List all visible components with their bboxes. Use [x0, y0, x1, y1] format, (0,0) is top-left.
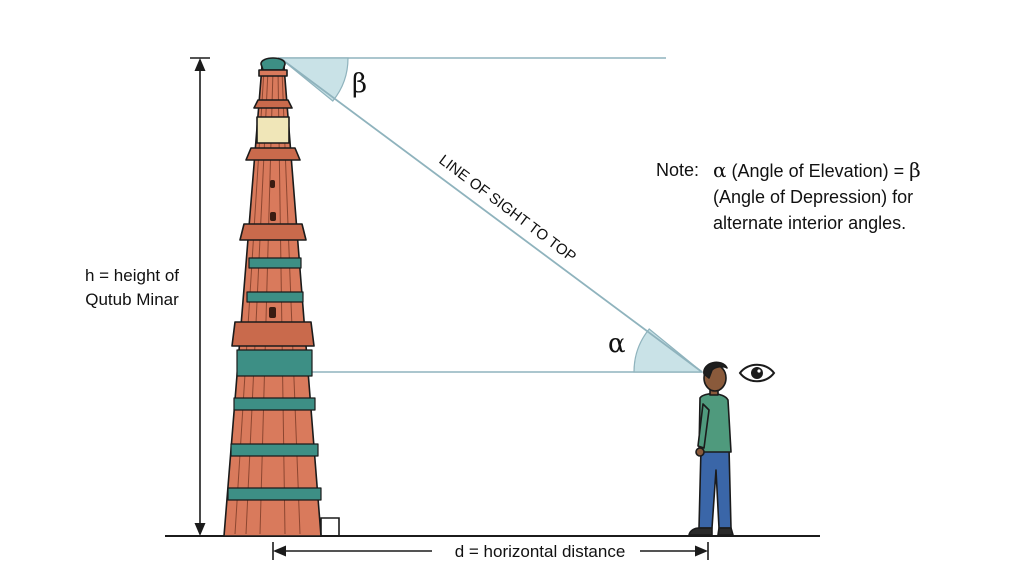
tower-teal-bands	[227, 257, 322, 501]
note-line-2: (Angle of Depression) for	[713, 187, 914, 207]
person-hair	[703, 361, 728, 379]
note-line-3: alternate interior angles.	[713, 213, 907, 233]
distance-arrow	[272, 542, 709, 560]
tower-windows	[269, 180, 276, 318]
qutub-minar-tower	[223, 57, 322, 537]
person-hand	[695, 447, 705, 457]
person-shoe-right	[717, 527, 734, 536]
height-arrow	[190, 57, 210, 537]
beta-label: β	[352, 69, 367, 99]
tower-cream-section	[256, 116, 290, 144]
line-of-sight-label: LINE OF SIGHT TO TOP	[436, 152, 580, 266]
distance-label: d = horizontal distance	[455, 542, 626, 561]
observer-person	[688, 361, 734, 536]
note-prefix: Note:	[656, 160, 700, 180]
note-text: Note: α (Angle of Elevation) = β (Angle …	[656, 157, 996, 236]
line-of-sight	[279, 57, 703, 373]
eye-icon	[738, 363, 776, 383]
height-label-line1: h = height of	[84, 266, 180, 285]
angle-alpha-sector	[633, 328, 704, 373]
right-angle-marker	[320, 517, 340, 536]
tower-balconies	[231, 99, 315, 347]
tower-cupola	[260, 57, 286, 71]
angle-beta-sector	[278, 57, 349, 102]
height-label: h = height of Qutub Minar	[64, 264, 200, 312]
tower-cap	[258, 69, 288, 77]
alpha-label: α	[608, 329, 626, 359]
note-alpha-symbol: α	[713, 158, 727, 182]
note-beta-symbol: β	[909, 158, 921, 182]
note-line1-text: (Angle of Elevation) =	[731, 161, 905, 181]
person-jeans	[698, 447, 732, 529]
person-shoe-left	[688, 527, 713, 536]
height-label-line2: Qutub Minar	[85, 290, 179, 309]
note-line-1: Note: α (Angle of Elevation) = β	[656, 157, 996, 184]
person-arm	[697, 403, 710, 449]
